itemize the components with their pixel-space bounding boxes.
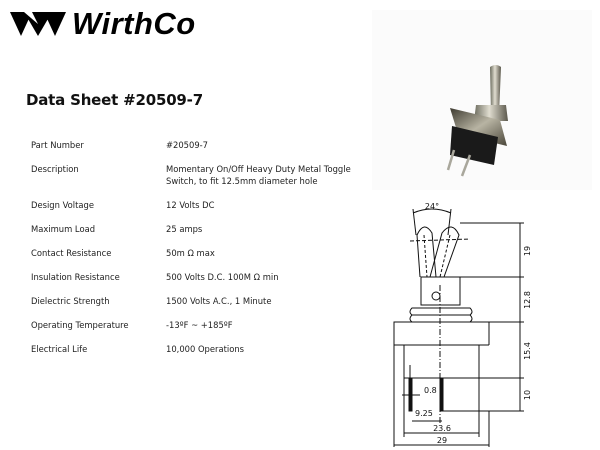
spec-value: Momentary On/Off Heavy Duty Metal Toggle… xyxy=(166,164,351,186)
spec-label: Insulation Resistance xyxy=(31,272,120,282)
spec-label: Contact Resistance xyxy=(31,248,112,258)
spec-value: 500 Volts D.C. 100M Ω min xyxy=(166,272,279,282)
dimension-drawing: 24° 19 12.8 15.4 10 0.8 9.25 23.6 29 xyxy=(393,202,532,447)
wirthco-triangles-icon xyxy=(10,12,66,36)
spec-label: Electrical Life xyxy=(31,344,88,354)
brand-name: WirthCo xyxy=(72,6,196,41)
brand-logo: WirthCo xyxy=(10,8,196,40)
spec-label: Dielectric Strength xyxy=(31,296,110,306)
spec-value: 25 amps xyxy=(166,224,203,234)
spec-value: 50m Ω max xyxy=(166,248,215,258)
svg-text:15.4: 15.4 xyxy=(523,342,532,360)
product-photo xyxy=(372,10,592,190)
svg-text:29: 29 xyxy=(437,436,447,445)
spec-value: 10,000 Operations xyxy=(166,344,245,354)
angle-label: 24° xyxy=(425,202,439,211)
svg-text:9.25: 9.25 xyxy=(415,409,433,418)
spec-label: Design Voltage xyxy=(31,200,94,210)
svg-text:0.8: 0.8 xyxy=(424,386,437,395)
spec-label: Part Number xyxy=(31,140,84,150)
spec-label: Maximum Load xyxy=(31,224,96,234)
spec-value: #20509-7 xyxy=(166,140,209,150)
spec-value: -13ºF ~ +185ºF xyxy=(166,320,233,330)
page-title: Data Sheet #20509-7 xyxy=(26,91,203,109)
spec-value: 1500 Volts A.C., 1 Minute xyxy=(166,296,272,306)
svg-text:10: 10 xyxy=(523,390,532,400)
svg-text:19: 19 xyxy=(523,246,532,256)
svg-text:23.6: 23.6 xyxy=(433,424,451,433)
spec-label: Description xyxy=(31,164,79,174)
spec-value: 12 Volts DC xyxy=(166,200,215,210)
svg-text:12.8: 12.8 xyxy=(523,291,532,309)
spec-label: Operating Temperature xyxy=(31,320,129,330)
